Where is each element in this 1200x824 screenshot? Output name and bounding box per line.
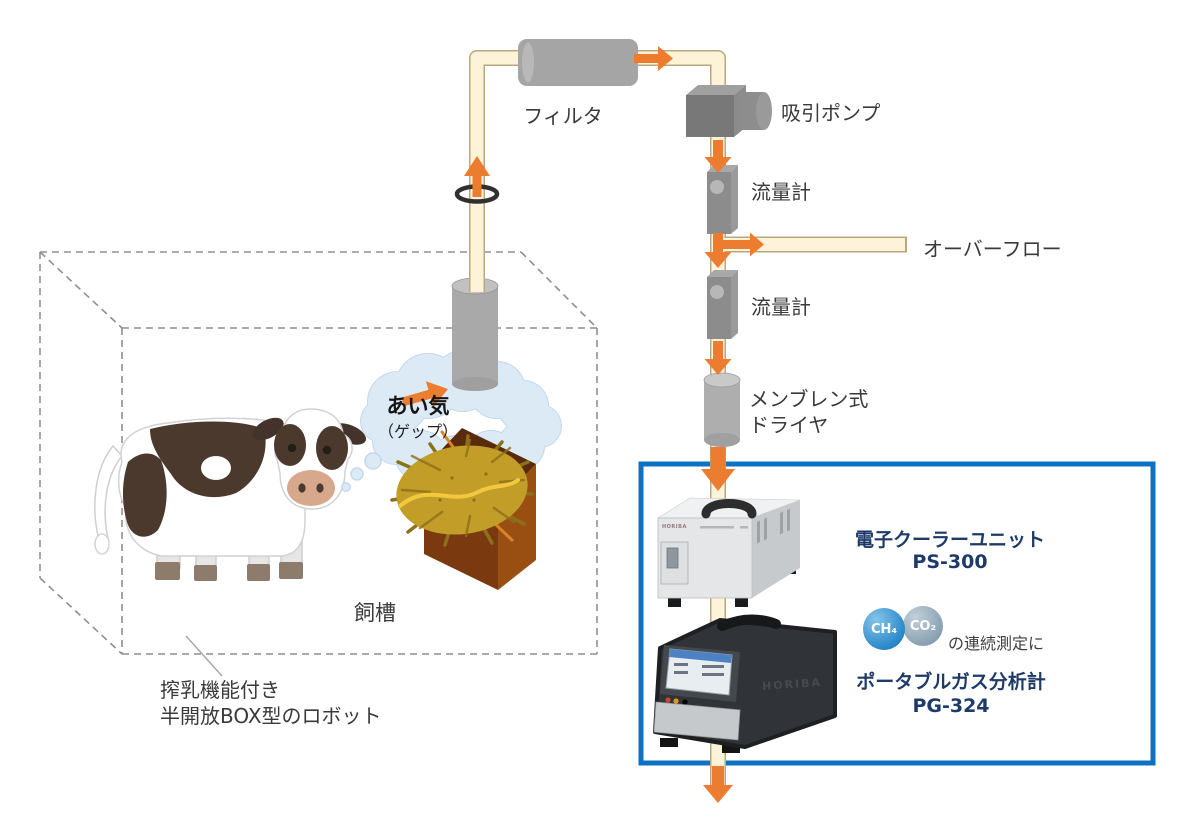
membrane-dryer — [703, 372, 741, 447]
arrow-up-intake — [464, 156, 490, 197]
cooler-unit-illustration — [656, 497, 801, 607]
arrow-down-exhaust — [703, 766, 733, 803]
cow-illustration — [94, 408, 367, 581]
intake-hood — [451, 277, 499, 391]
flow-meter-1 — [707, 165, 738, 234]
highlight-frame — [638, 461, 1156, 766]
bubble-trail — [341, 452, 382, 492]
flow-arrows — [401, 46, 764, 803]
feed-trough-illustration — [390, 428, 536, 590]
arrow-down-to-dryer — [704, 341, 732, 375]
arrow-right-after-filter — [634, 46, 673, 71]
suction-pump — [686, 85, 772, 137]
robot-caption-leader-line — [185, 635, 223, 677]
arrow-down-after-pump — [704, 140, 732, 173]
arrow-right-overflow — [714, 232, 764, 257]
arrow-down-into-frame — [701, 447, 735, 491]
gas-analyzer-illustration — [653, 614, 837, 753]
hay — [390, 430, 534, 547]
arrow-down-junction — [704, 233, 732, 268]
flow-meter-2 — [707, 270, 738, 339]
filter-cylinder — [518, 39, 638, 86]
arrow-burp — [401, 381, 448, 408]
